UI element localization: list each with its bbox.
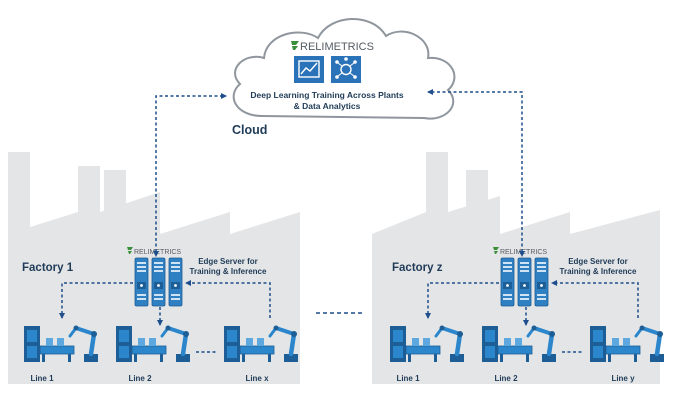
factory-1-line-x-label: Line x	[245, 374, 269, 383]
cloud-description-line1: Deep Learning Training Across Plants	[250, 90, 403, 100]
factory-1: Factory 1 RELIMETRICS Edge Server for Tr…	[8, 152, 300, 384]
factory-1-connectors	[59, 280, 271, 326]
brand-mark-icon	[291, 41, 299, 50]
factory-z-server-label-line1: Edge Server for	[568, 257, 628, 266]
cloud-label: Cloud	[232, 123, 267, 137]
factory-1-chimney-1	[8, 152, 30, 236]
cloud: RELIMETRICS Deep Learning Training Acros…	[232, 18, 456, 137]
factory-1-line-1-label: Line 1	[30, 374, 54, 383]
factory-z-server-label-line2: Training & Inference	[560, 267, 637, 276]
factory-z-name: Factory z	[392, 262, 443, 274]
factory-1-brand-text: RELIMETRICS	[134, 249, 181, 256]
cloud-description-line2: & Data Analytics	[294, 101, 361, 111]
cloud-to-factory-1-link	[153, 93, 227, 257]
factory-z-brand-text: RELIMETRICS	[500, 249, 547, 256]
factory-1-edge-server	[134, 257, 183, 307]
factory-1-brand-mark-icon	[127, 247, 133, 254]
chart-line-icon	[294, 56, 324, 83]
factory-z-line-1-label: Line 1	[396, 374, 420, 383]
factory-1-line-2-label: Line 2	[128, 374, 152, 383]
factory-1-name: Factory 1	[22, 262, 74, 274]
factory-1-chimney-2	[104, 170, 126, 230]
cloud-brand-logo: RELIMETRICS	[291, 41, 374, 53]
factory-1-server-label-line1: Edge Server for	[198, 257, 258, 266]
factory-z-edge-server	[500, 257, 549, 307]
neural-network-icon	[331, 56, 361, 83]
factory-z-chimney-2	[466, 170, 488, 230]
factory-z-chimney-1	[426, 152, 448, 236]
factory-z: Factory z RELIMETRICS Edge Server for Tr…	[372, 152, 664, 384]
cloud-brand-text: RELIMETRICS	[300, 41, 374, 53]
factory-z-connectors	[425, 280, 639, 326]
factory-1-server-label-line2: Training & Inference	[190, 267, 267, 276]
factory-z-line-y-label: Line y	[611, 374, 635, 383]
cloud-to-factory-z-link	[427, 89, 525, 257]
factory-z-line-2-label: Line 2	[494, 374, 518, 383]
